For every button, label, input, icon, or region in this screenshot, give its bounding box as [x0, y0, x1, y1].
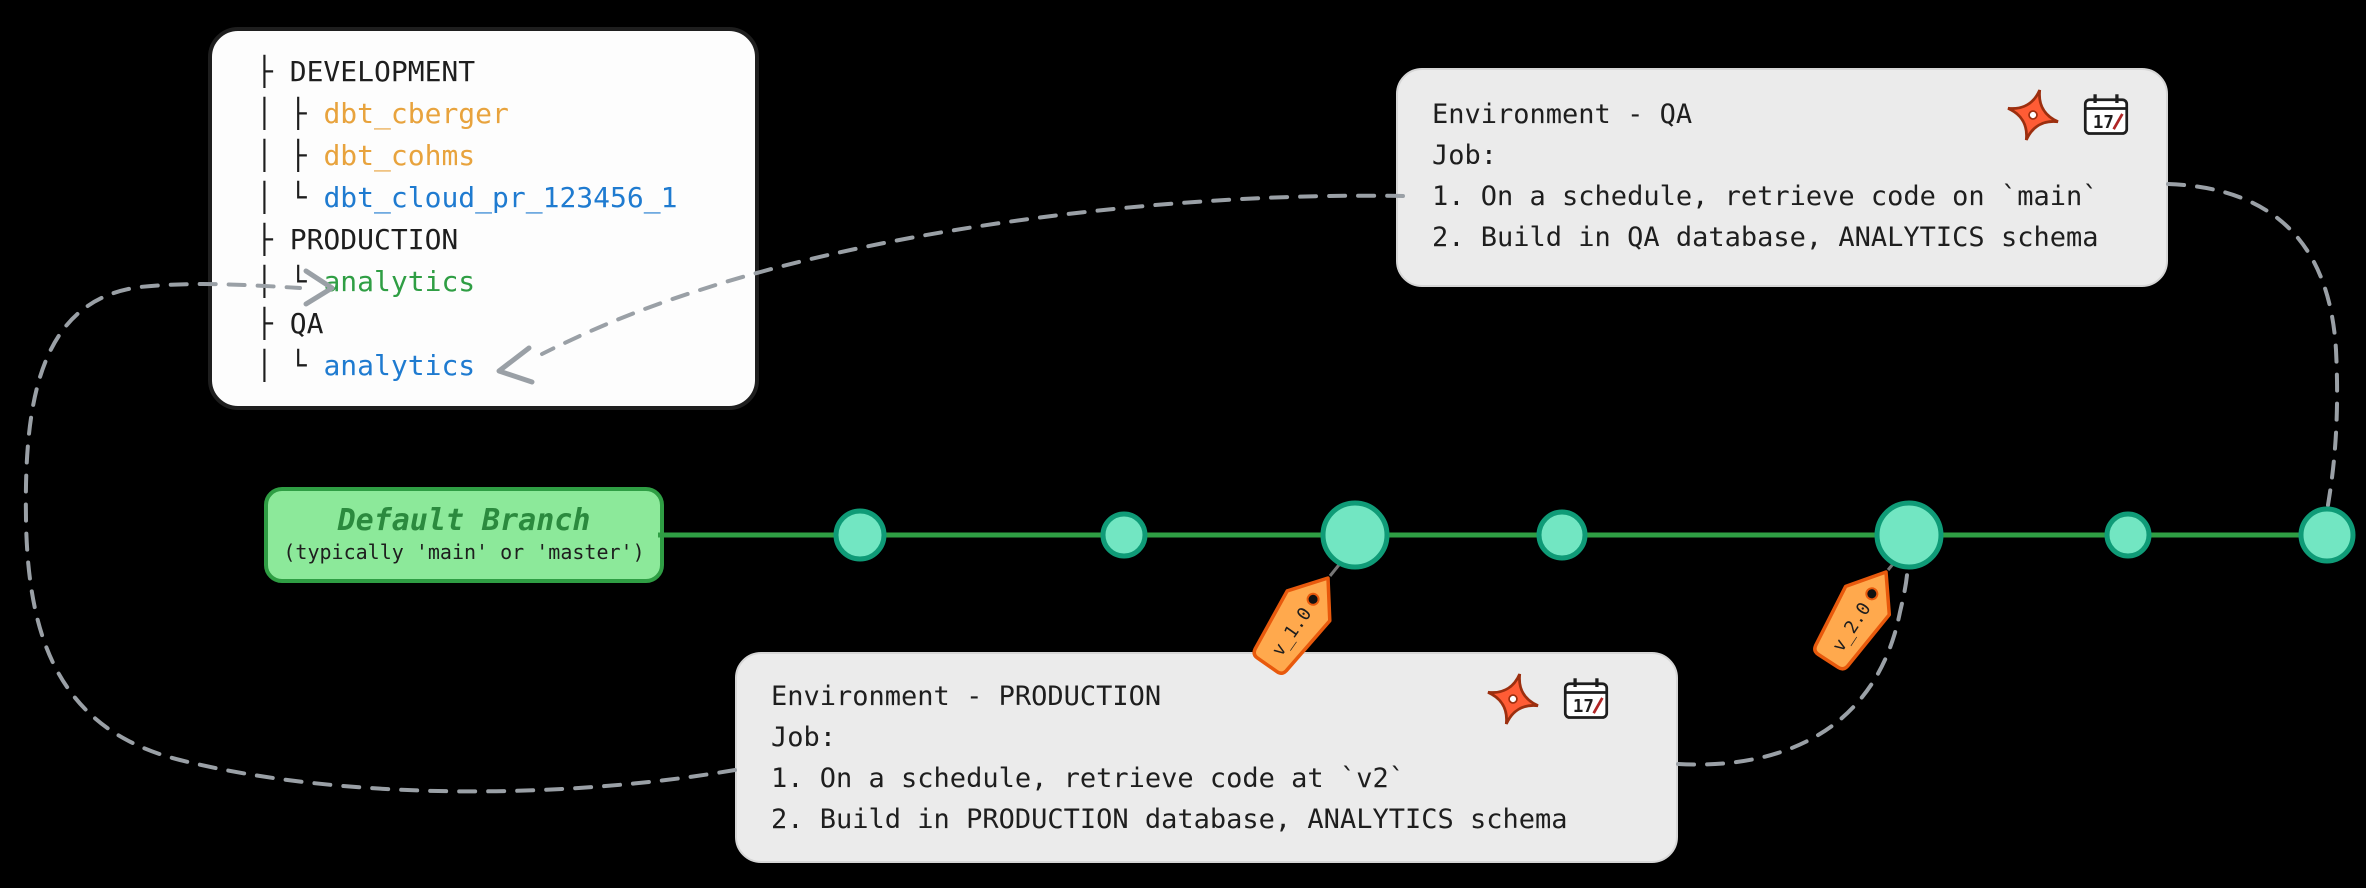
tree-row-qa: ├ QA: [256, 303, 755, 345]
commit-node: [833, 508, 887, 562]
tree-branch-glyph: ├: [256, 55, 290, 88]
production-card-job-label: Job:: [771, 722, 837, 753]
dbt-logo-icon: [1487, 673, 1539, 725]
tree-label: analytics: [323, 349, 476, 382]
tree-label: dbt_cberger: [323, 97, 509, 130]
tree-row-pr-schema: │ └ dbt_cloud_pr_123456_1: [256, 177, 755, 219]
tree-label: analytics: [323, 265, 476, 298]
commit-node-latest: [2298, 506, 2356, 564]
tree-row-dev-schema: │ ├ dbt_cberger: [256, 93, 755, 135]
environments-tree-panel: ├ DEVELOPMENT │ ├ dbt_cberger │ ├ dbt_co…: [208, 27, 759, 410]
calendar-icon: 17: [1563, 678, 1609, 719]
commit-node: [2104, 511, 2152, 559]
tree-branch-glyph: │ └: [256, 181, 324, 214]
commit-node-tagged-v2: [1874, 500, 1944, 570]
qa-environment-card: 17 Environment - QA Job: 1. On a schedul…: [1396, 68, 2168, 287]
tree-row-development: ├ DEVELOPMENT: [256, 51, 755, 93]
commit-node-tagged-v1: [1320, 500, 1390, 570]
connector-production-card-to-tagged-commit: [1676, 573, 1909, 767]
tag-string: [1886, 544, 1911, 571]
tree-label: dbt_cloud_pr_123456_1: [323, 181, 678, 214]
tree-branch-glyph: │ └: [256, 265, 324, 298]
tree-branch-glyph: │ ├: [256, 97, 324, 130]
tree-branch-glyph: │ └: [256, 349, 324, 382]
dbt-logo-icon: [2007, 89, 2059, 141]
production-card-title: Environment - PRODUCTION: [771, 681, 1162, 712]
qa-card-step-1: 1. On a schedule, retrieve code on `main…: [1432, 181, 2099, 212]
calendar-day-label: 17: [1573, 697, 1594, 717]
production-card-step-1: 1. On a schedule, retrieve code at `v2`: [771, 763, 1405, 794]
production-card-step-2: 2. Build in PRODUCTION database, ANALYTI…: [771, 804, 1568, 835]
calendar-icon: 17: [2083, 94, 2129, 135]
connector-qa-card-to-commit: [2166, 182, 2340, 507]
tree-row-production-schema: │ └ analytics: [256, 261, 755, 303]
tree-label: DEVELOPMENT: [289, 55, 476, 88]
version-tag-v2: v_2.0: [1813, 570, 1892, 671]
default-branch-subtitle: (typically 'main' or 'master'): [283, 540, 645, 564]
tree-row-dev-schema: │ ├ dbt_cohms: [256, 135, 755, 177]
qa-card-title: Environment - QA: [1432, 99, 1693, 130]
tree-row-qa-schema: │ └ analytics: [256, 345, 755, 387]
commit-node: [1100, 511, 1148, 559]
tree-label: QA: [289, 307, 324, 340]
commit-node: [1536, 509, 1588, 561]
production-environment-card: 17 Environment - PRODUCTION Job: 1. On a…: [735, 652, 1678, 863]
tree-branch-glyph: │ ├: [256, 139, 324, 172]
version-tag-v2-label: v_2.0: [1828, 599, 1875, 656]
tree-row-production: ├ PRODUCTION: [256, 219, 755, 261]
tree-label: dbt_cohms: [323, 139, 476, 172]
qa-card-job-label: Job:: [1432, 140, 1498, 171]
tree-branch-glyph: ├: [256, 307, 290, 340]
tree-branch-glyph: ├: [256, 223, 290, 256]
tag-string: [1328, 544, 1357, 577]
default-branch-title: Default Branch: [337, 503, 591, 538]
tree-label: PRODUCTION: [289, 223, 459, 256]
default-branch-label: Default Branch (typically 'main' or 'mas…: [264, 487, 664, 583]
calendar-day-label: 17: [2093, 113, 2114, 133]
qa-card-step-2: 2. Build in QA database, ANALYTICS schem…: [1432, 222, 2099, 253]
